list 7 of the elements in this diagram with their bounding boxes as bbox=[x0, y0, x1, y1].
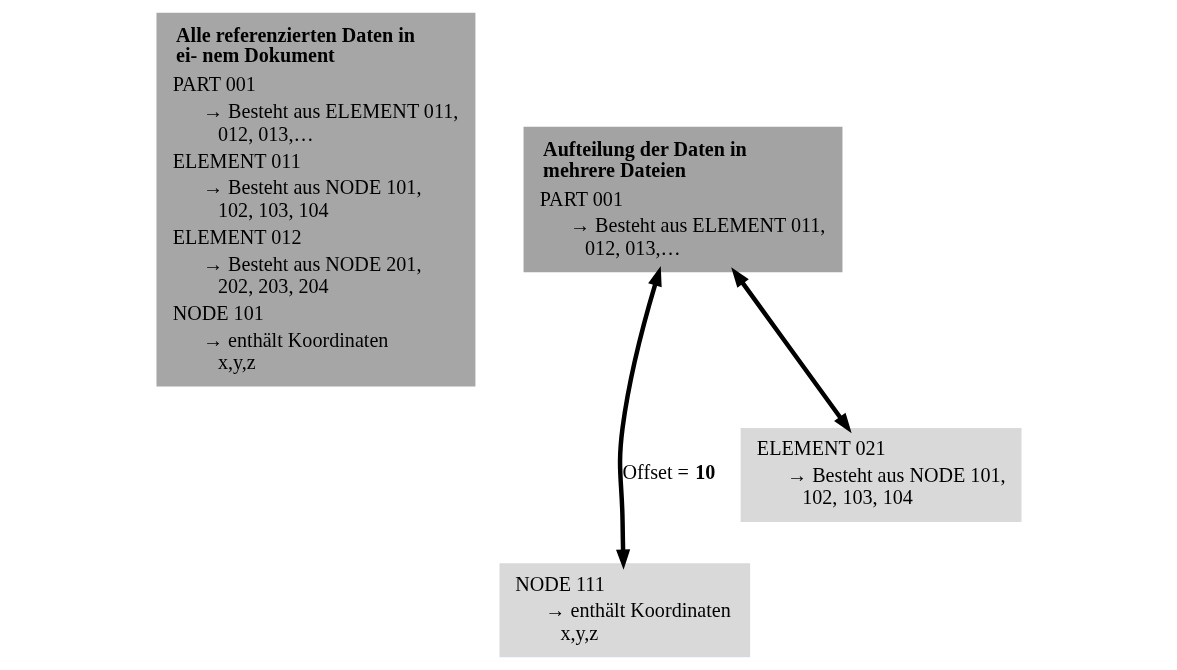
edge-label: Offset = 10 bbox=[622, 460, 715, 483]
node-box: ELEMENT 021 → Besteht aus NODE 101, 102, 103, 104 bbox=[740, 427, 1021, 522]
arrow bbox=[615, 265, 662, 570]
arrow bbox=[730, 267, 852, 434]
node-box: Aufteilung der Daten in mehrere Dateien PART 001 → Besteht aus ELEMENT 011, 012, 013,… bbox=[523, 126, 842, 273]
node-box: Alle referenzierten Daten in ei- nem Dokument PART 001 → Besteht aus ELEMENT 011, 012, 013,… ELEMENT 011 → Besteht aus NODE 101, 102, 103, 104 ELEMENT 012 → Besteht aus NODE 201, 202, 203, 204 NODE 101 → enthält Koordinaten x,y,z bbox=[156, 12, 475, 387]
node-box: NODE 111 → enthält Koordinaten x,y,z bbox=[498, 563, 750, 658]
